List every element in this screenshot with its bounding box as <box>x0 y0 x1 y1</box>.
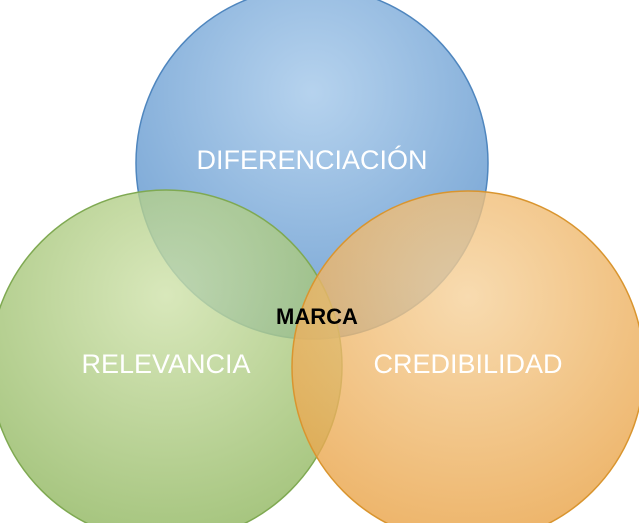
label-diferenciacion: DIFERENCIACIÓN <box>196 144 427 175</box>
label-relevancia: RELEVANCIA <box>81 349 250 379</box>
center-label-marca: MARCA <box>276 304 358 329</box>
circle-credibilidad <box>291 190 639 523</box>
label-credibilidad: CREDIBILIDAD <box>373 349 562 379</box>
